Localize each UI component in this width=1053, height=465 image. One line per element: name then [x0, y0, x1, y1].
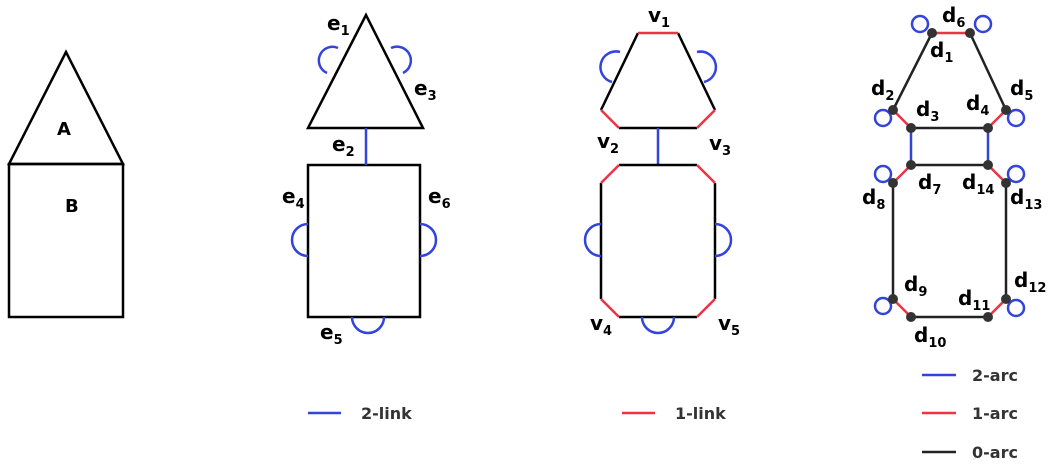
dart-label-d7: d7: [918, 170, 941, 198]
panel-links: [290, 12, 438, 335]
node-d7: [906, 160, 916, 170]
vertex-v5: [696, 298, 716, 318]
vertex-label-v4: v4: [590, 311, 612, 339]
dart-label-d4: d4: [966, 91, 989, 119]
loop-oct-right: [714, 222, 733, 258]
loop-d13: [1006, 164, 1026, 184]
vertex-label-v2: v2: [597, 129, 619, 157]
edge-label-e5: e5: [320, 320, 343, 348]
link-e6: [419, 222, 438, 258]
legend-label-1-arc: 1-arc: [972, 404, 1018, 423]
edge-label-e2: e2: [332, 132, 355, 160]
arc-0-d6-d5: [968, 32, 1008, 111]
edge-label-e6: e6: [428, 184, 451, 212]
node-d14: [983, 160, 993, 170]
dart-label-d12: d12: [1014, 268, 1046, 296]
legend-2-link: 2-link: [308, 404, 412, 423]
dart-nodes: [888, 28, 1011, 322]
link-e4: [290, 222, 309, 258]
dart-label-d3: d3: [916, 97, 939, 125]
node-d9: [888, 294, 898, 304]
loop-hex-right: [696, 50, 718, 84]
dart-label-d2: d2: [871, 76, 894, 104]
loop-hex-left: [599, 50, 621, 84]
edge-label-e1: e1: [327, 11, 350, 39]
link-e5: [350, 316, 386, 335]
vertex-label-v5: v5: [718, 311, 740, 339]
vertex-v3: [696, 109, 716, 129]
hex-left-side: [599, 32, 640, 111]
loop-d6: [973, 14, 993, 34]
node-d1: [927, 28, 937, 38]
region-label-b: B: [65, 196, 79, 217]
dart-label-d6: d6: [942, 3, 965, 31]
loop-d2: [873, 108, 893, 128]
dart-label-d9: d9: [904, 272, 927, 300]
node-d10: [906, 312, 916, 322]
edge-label-e3: e3: [414, 76, 437, 104]
legend-label-2-link: 2-link: [361, 404, 412, 423]
node-d6: [965, 28, 975, 38]
loop-oct-bottom: [640, 316, 676, 335]
loop-oct-left: [583, 222, 602, 258]
vertex-label-v3: v3: [709, 131, 731, 159]
vertex-v2: [600, 109, 620, 129]
legend-label-2-arc: 2-arc: [972, 366, 1018, 385]
rect-region-b: [7, 162, 125, 319]
dart-label-d11: d11: [958, 286, 990, 314]
vertex-v4: [600, 298, 620, 318]
panel-vertices: [583, 31, 733, 335]
node-d2: [888, 105, 898, 115]
dart-label-d14: d14: [962, 170, 994, 198]
dart-label-d5: d5: [1010, 76, 1033, 104]
node-d5: [1001, 105, 1011, 115]
loop-d1: [910, 14, 930, 34]
node-d12: [1001, 294, 1011, 304]
node-d4: [983, 123, 993, 133]
loop-d5: [1006, 108, 1026, 128]
legend-label-0-arc: 0-arc: [972, 443, 1018, 462]
link-e1: [317, 45, 339, 75]
loop-d12: [1006, 298, 1026, 318]
node-d3: [906, 123, 916, 133]
triangle-region-a: [6, 49, 126, 166]
panel-house: [6, 49, 126, 319]
dart-label-d10: d10: [914, 323, 946, 351]
dart-label-d13: d13: [1010, 185, 1042, 213]
node-d13: [1001, 178, 1011, 188]
legend-label-1-link: 1-link: [675, 404, 726, 423]
dart-label-d8: d8: [862, 185, 885, 213]
loop-d9: [873, 296, 893, 316]
edge-label-e4: e4: [282, 184, 305, 212]
region-label-a: A: [57, 119, 71, 140]
arc-0-d1-d2: [891, 32, 934, 111]
node-d11: [983, 312, 993, 322]
vertex-label-v1: v1: [648, 3, 670, 31]
node-d8: [888, 178, 898, 188]
hex-right-side: [676, 32, 717, 111]
legend-arcs: 2-arc 1-arc 0-arc: [922, 366, 1018, 462]
corner-top-left: [600, 164, 620, 184]
dart-label-d1: d1: [930, 38, 953, 66]
link-e3: [390, 45, 413, 75]
rectangle: [306, 163, 422, 319]
loop-d8: [873, 164, 893, 184]
legend-1-link: 1-link: [622, 404, 726, 423]
corner-top-right: [696, 164, 716, 184]
